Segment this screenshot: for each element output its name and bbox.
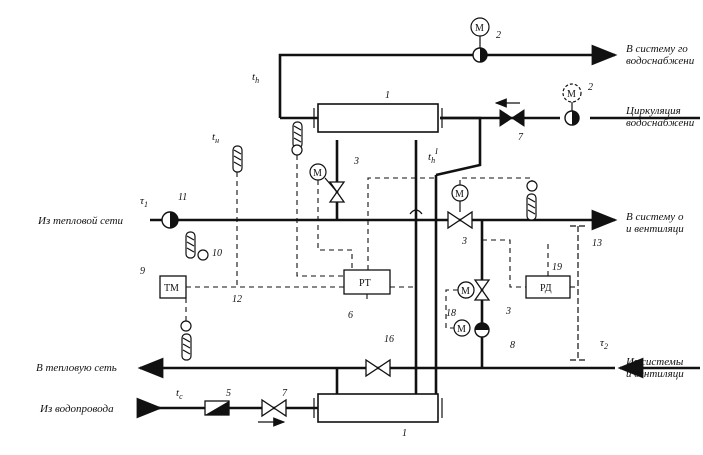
thermometer-label: ТМ	[164, 283, 179, 294]
signal-line-top-sensor	[296, 155, 344, 277]
label-circulation-1: Циркуляция	[625, 105, 681, 117]
filter-5	[204, 400, 230, 416]
sensor-top-left	[292, 121, 303, 149]
valve-7-circulation	[499, 109, 525, 127]
pressure-regulator-label: РД	[540, 283, 552, 294]
label-circulation-2: водоснабжени	[626, 117, 695, 129]
motor-label-valve3: М	[313, 168, 322, 179]
num-3-c: 3	[505, 306, 511, 317]
motor-label-supply-valve: М	[455, 189, 464, 200]
sensor-10	[185, 231, 209, 261]
motor-label-18b: М	[457, 324, 466, 335]
signal-line-supply-valve	[459, 177, 533, 185]
num-11: 11	[178, 192, 187, 203]
label-to-hot-water-1: В систему го	[626, 43, 688, 55]
num-7-bottom: 7	[282, 388, 288, 399]
sensor-bulb-top	[291, 144, 303, 156]
hot-water-supply-pipe	[278, 44, 618, 118]
crossover-hump	[409, 209, 423, 215]
sensor-bottom-left	[180, 320, 192, 361]
num-7-top: 7	[518, 132, 524, 143]
num-8: 8	[510, 340, 515, 351]
symbol-tn: tн	[212, 131, 219, 145]
label-to-heating-1: В систему о	[626, 211, 684, 223]
symbol-tau2: τ2	[600, 337, 608, 351]
symbol-tau1: τ1	[140, 195, 148, 209]
symbol-tc: tc	[176, 387, 183, 401]
num-19: 19	[552, 262, 562, 273]
num-13: 13	[592, 238, 602, 249]
pump-11	[161, 211, 179, 229]
signal-line-valve3	[317, 180, 353, 270]
pump-2-circulation	[562, 83, 582, 126]
heater-bottom	[317, 393, 439, 423]
num-1-bottom: 1	[402, 428, 407, 439]
num-3-b: 3	[461, 236, 467, 247]
impulse-line-13	[570, 225, 586, 361]
num-9: 9	[140, 266, 145, 277]
motor-label-top-pump: М	[475, 23, 484, 34]
label-from-heat-network: Из тепловой сети	[37, 215, 124, 227]
num-2-mid: 2	[588, 82, 593, 93]
num-2-top: 2	[496, 30, 501, 41]
regulator-label: РТ	[359, 278, 371, 289]
heater-top	[317, 103, 439, 133]
num-16: 16	[384, 334, 394, 345]
sensor-tn	[232, 145, 243, 173]
signal-line-rd	[482, 239, 526, 288]
valve-3-supply	[447, 184, 473, 230]
valve-3-top	[309, 163, 346, 203]
signal-line-rt-top	[367, 177, 436, 270]
label-from-water-supply: Из водопровода	[39, 403, 114, 415]
num-12: 12	[232, 294, 242, 305]
label-from-heating-1: Из системы	[625, 356, 684, 368]
num-18: 18	[446, 308, 456, 319]
symbol-th-I: thI	[428, 147, 438, 165]
motor-label-18a: М	[461, 286, 470, 297]
motor-label-circ-pump: М	[567, 89, 576, 100]
num-6: 6	[348, 310, 353, 321]
th1-pipe	[435, 116, 482, 177]
num-5: 5	[226, 388, 231, 399]
valve-16	[365, 358, 391, 378]
num-1-top: 1	[385, 90, 390, 101]
signal-line-18	[445, 289, 458, 329]
pump-8	[474, 322, 490, 338]
num-3-a: 3	[353, 156, 359, 167]
num-10: 10	[212, 248, 222, 259]
label-from-heating-2: и вентиляци	[626, 368, 684, 380]
regulator-box	[343, 269, 391, 295]
pump-2-top	[470, 17, 490, 63]
sensor-right	[526, 180, 538, 221]
label-to-heat-network: В тепловую сеть	[36, 362, 117, 374]
label-to-heating-2: и вентиляци	[626, 223, 684, 235]
symbol-th: th	[252, 71, 259, 85]
valve-7-cold	[261, 398, 287, 418]
label-to-hot-water-2: водоснабжени	[626, 55, 695, 67]
